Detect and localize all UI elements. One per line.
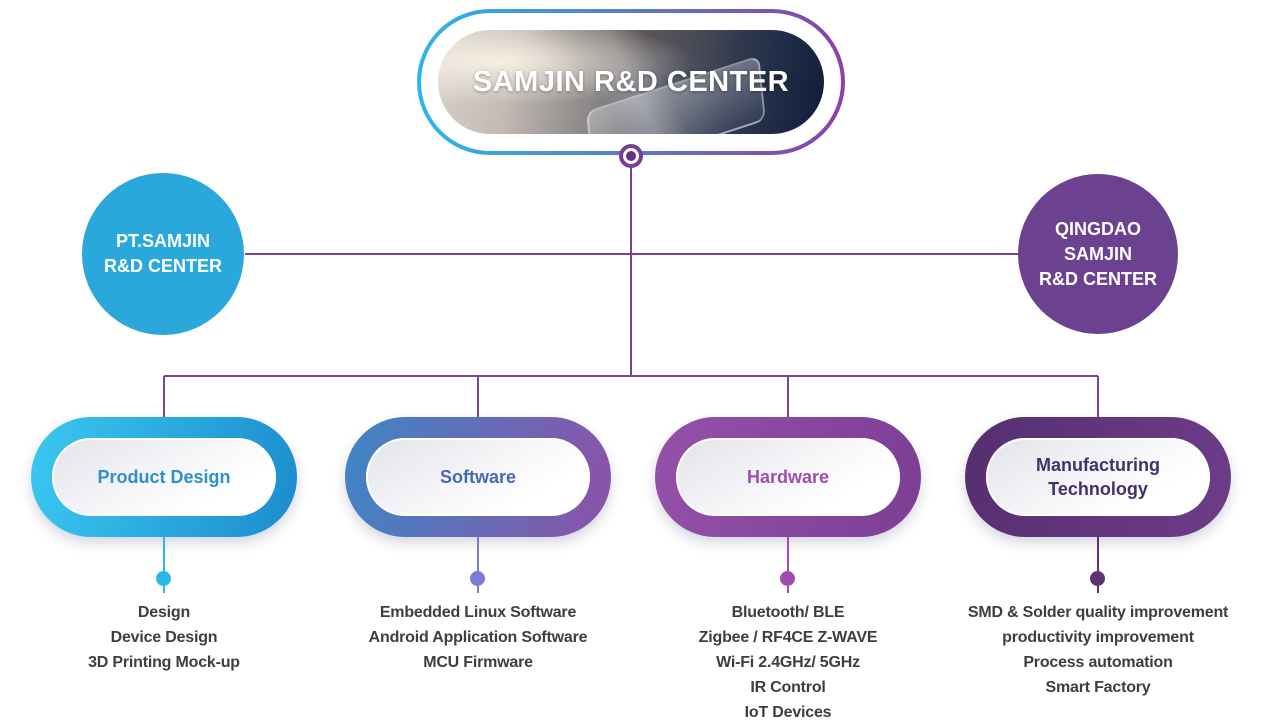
dept-label-line: Technology	[1048, 479, 1148, 499]
dept-column-hardware: Hardware Bluetooth/ BLE Zigbee / RF4CE Z-…	[655, 417, 921, 721]
node-pt-samjin-rnd-center: PT.SAMJIN R&D CENTER	[82, 173, 244, 335]
dept-pill-label: Product Design	[97, 465, 230, 489]
dept-pill-label: Software	[440, 465, 516, 489]
root-node-photo: SAMJIN R&D CENTER	[438, 30, 824, 134]
dept-list-hardware: Bluetooth/ BLE Zigbee / RF4CE Z-WAVE Wi-Fi…	[618, 600, 958, 725]
dept-stem	[163, 537, 165, 593]
root-node-title: SAMJIN R&D CENTER	[472, 65, 790, 98]
dept-pill-inner: Product Design	[52, 438, 276, 516]
list-item: Wi-Fi 2.4GHz/ 5GHz	[716, 654, 860, 671]
root-connector-dot-core	[626, 151, 636, 161]
list-item: Device Design	[110, 629, 218, 646]
root-node-pill: SAMJIN R&D CENTER	[417, 9, 845, 155]
list-item: 3D Printing Mock-up	[88, 654, 240, 671]
list-item: Bluetooth/ BLE	[731, 604, 845, 621]
line-drop-product-design	[163, 376, 165, 418]
dept-list-manufacturing-technology: SMD & Solder quality improvement producti…	[928, 600, 1268, 700]
line-branch-horizontal	[164, 375, 1098, 377]
dept-pill-software: Software	[345, 417, 611, 537]
root-connector-dot-ring	[623, 148, 639, 164]
list-item: IoT Devices	[744, 704, 832, 721]
circle-label-line: QINGDAO	[1054, 218, 1141, 239]
dept-pill-inner: Hardware	[676, 438, 900, 516]
line-regional-horizontal	[245, 253, 1018, 255]
list-item: IR Control	[750, 679, 826, 696]
dept-pill-product-design: Product Design	[31, 417, 297, 537]
list-item: Zigbee / RF4CE Z-WAVE	[698, 629, 878, 646]
line-root-vertical	[630, 166, 632, 376]
dept-pill-label: Hardware	[747, 465, 829, 489]
line-drop-software	[477, 376, 479, 418]
list-item: SMD & Solder quality improvement	[967, 604, 1229, 621]
list-item: Smart Factory	[1045, 679, 1151, 696]
node-qingdao-label: QINGDAO SAMJIN R&D CENTER	[1039, 217, 1157, 292]
list-item: MCU Firmware	[423, 654, 533, 671]
list-item: Android Application Software	[368, 629, 588, 646]
dept-label-line: Product Design	[97, 467, 231, 487]
root-node-white-ring: SAMJIN R&D CENTER	[421, 13, 841, 151]
list-item: Design	[137, 604, 191, 621]
dept-pill-inner: Software	[366, 438, 590, 516]
circle-label-line: R&D CENTER	[1038, 268, 1157, 289]
node-pt-samjin-label: PT.SAMJIN R&D CENTER	[104, 229, 222, 279]
circle-label-line: SAMJIN	[1063, 243, 1132, 264]
dept-label-line: Manufacturing	[1036, 455, 1160, 475]
circle-label-line: PT.SAMJIN	[115, 231, 210, 251]
dept-stem	[1097, 537, 1099, 593]
list-item: Embedded Linux Software	[379, 604, 577, 621]
dept-dot	[470, 571, 485, 586]
node-qingdao-samjin-rnd-center: QINGDAO SAMJIN R&D CENTER	[1018, 174, 1178, 334]
dept-dot	[780, 571, 795, 586]
line-drop-manufacturing	[1097, 376, 1099, 418]
dept-label-line: Software	[439, 467, 517, 487]
dept-label-line: Hardware	[746, 467, 830, 487]
dept-dot	[156, 571, 171, 586]
line-drop-hardware	[787, 376, 789, 418]
root-connector-dot	[619, 144, 643, 168]
dept-dot	[1090, 571, 1105, 586]
dept-stem	[477, 537, 479, 593]
dept-stem	[787, 537, 789, 593]
dept-pill-hardware: Hardware	[655, 417, 921, 537]
circle-label-line: R&D CENTER	[103, 256, 222, 276]
list-item: productivity improvement	[1002, 629, 1194, 646]
list-item: Process automation	[1023, 654, 1173, 671]
